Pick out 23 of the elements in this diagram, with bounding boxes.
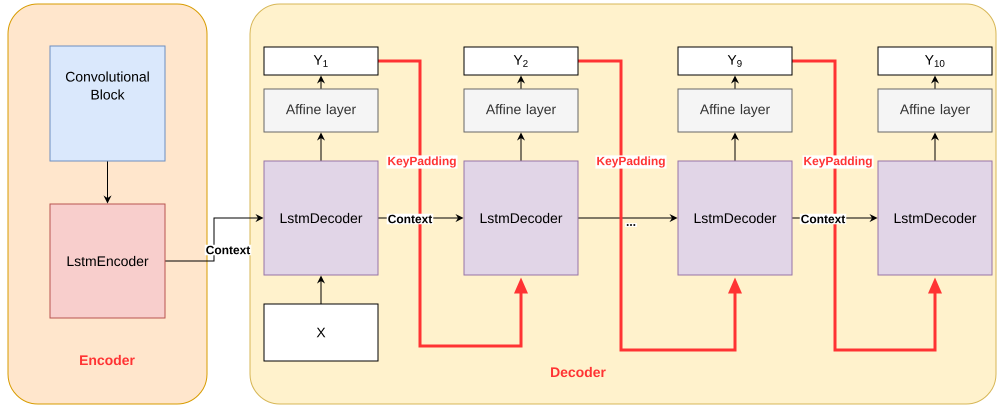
arrow [578, 60, 742, 352]
process-box: Affine layer [878, 88, 992, 132]
process-box: Affine layer [464, 88, 578, 132]
process-box: LstmDecoder [678, 160, 792, 276]
edge-label: ... [625, 223, 637, 227]
edge-label: KeyPadding [802, 155, 874, 169]
process-box: LstmDecoder [878, 160, 992, 276]
output-box: Y$_{9}$ [678, 46, 792, 76]
output-box: Y$_{10}$ [878, 46, 992, 76]
input-box: X [264, 304, 378, 362]
edge-label: KeyPadding [386, 155, 458, 169]
arrow [792, 60, 942, 352]
output-box: Y$_{2}$ [464, 46, 578, 76]
process-box: Convolutional Block [50, 46, 166, 162]
process-box: LstmEncoder [50, 204, 166, 318]
arrow [378, 60, 528, 348]
output-box: Y$_{1}$ [264, 46, 378, 76]
process-box: Affine layer [264, 88, 378, 132]
edge-label: Context [204, 244, 252, 256]
edge-label: KeyPadding [595, 155, 667, 169]
process-box: LstmDecoder [264, 160, 378, 276]
process-box: Affine layer [678, 88, 792, 132]
process-box: LstmDecoder [464, 160, 578, 276]
